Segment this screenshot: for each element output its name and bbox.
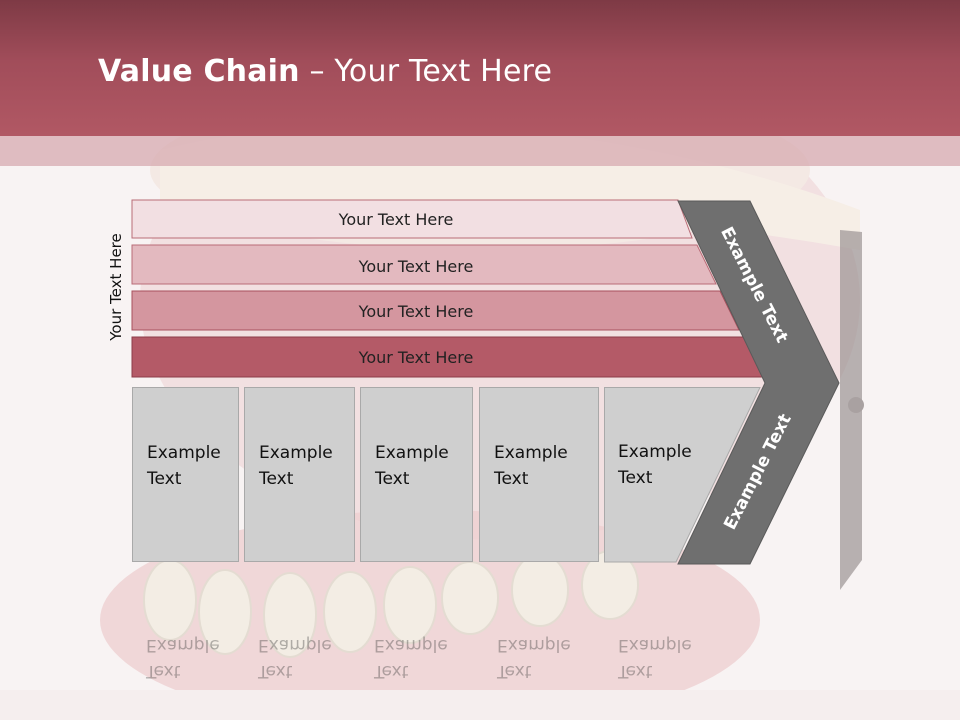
reflection-box-2-line2: Text xyxy=(258,661,293,681)
title-bold: Value Chain xyxy=(98,54,300,89)
column-box-2[interactable]: Example Text xyxy=(244,387,355,562)
reflection-box-2-line1: Example xyxy=(258,635,332,655)
bar-2-label: Your Text Here xyxy=(358,256,474,276)
column-box-5-shape xyxy=(604,387,761,563)
box-3-line2: Text xyxy=(375,469,410,489)
reflection-box-5-line2: Text xyxy=(618,661,653,681)
banner-strip xyxy=(0,136,960,166)
bar-1-label: Your Text Here xyxy=(338,209,454,229)
bar-3[interactable]: Your Text Here xyxy=(132,292,732,330)
box-1-line2: Text xyxy=(147,469,182,489)
reflection-box-1-line1: Example xyxy=(146,635,220,655)
column-box-3[interactable]: Example Text xyxy=(360,387,473,562)
bar-2[interactable]: Your Text Here xyxy=(132,247,732,285)
bar-2-shape[interactable] xyxy=(131,244,717,285)
box-3-line1: Example xyxy=(375,443,449,463)
reflection-box-4-line1: Example xyxy=(497,635,571,655)
bar-4-label: Your Text Here xyxy=(358,347,474,367)
box-4-line1: Example xyxy=(494,443,568,463)
reflection-box-4-line2: Text xyxy=(497,661,532,681)
bar-1-shape[interactable] xyxy=(131,199,693,239)
column-box-1[interactable]: Example Text xyxy=(132,387,239,562)
bar-3-shape[interactable] xyxy=(131,290,740,331)
slide-title[interactable]: Value Chain – Your Text Here xyxy=(98,54,552,89)
box-1-line1: Example xyxy=(147,443,221,463)
box-2-line1: Example xyxy=(259,443,333,463)
reflection-box-1-line2: Text xyxy=(146,661,181,681)
column-box-4[interactable]: Example Text xyxy=(479,387,599,562)
box-4-line2: Text xyxy=(494,469,529,489)
column-box-5[interactable]: Example Text xyxy=(604,387,714,562)
reflection-box-5-line1: Example xyxy=(618,635,692,655)
reflection-box-3-line2: Text xyxy=(374,661,409,681)
title-rest: – Your Text Here xyxy=(299,54,553,89)
bar-3-label: Your Text Here xyxy=(358,301,474,321)
title-banner xyxy=(0,0,960,136)
reflection: Text Example Text Example Text Example Text… xyxy=(0,562,960,720)
value-chevron[interactable] xyxy=(675,200,845,566)
box-2-line2: Text xyxy=(259,469,294,489)
bar-4[interactable]: Your Text Here xyxy=(132,338,732,376)
box-5-line2: Text xyxy=(618,468,653,488)
bar-1[interactable]: Your Text Here xyxy=(132,200,692,238)
reflection-box-3-line1: Example xyxy=(374,635,448,655)
box-5-line1: Example xyxy=(618,442,692,462)
